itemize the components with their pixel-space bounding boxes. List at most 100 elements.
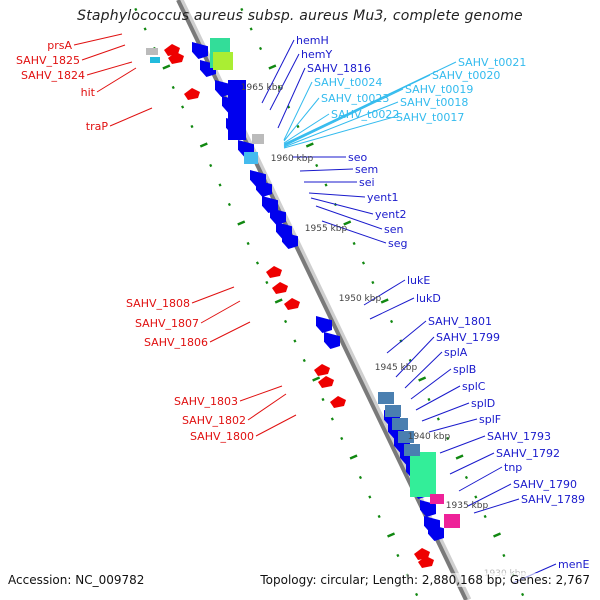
- tick-mark: [330, 417, 334, 421]
- tick-mark: [143, 27, 147, 31]
- gene-label: hit: [81, 86, 96, 99]
- gene-label: SAHV_1801: [428, 315, 492, 328]
- gene-label: SAHV_1803: [174, 395, 238, 408]
- tick-mark: [358, 475, 362, 480]
- tick-mark: [427, 397, 431, 402]
- reverse-gene-feature: [418, 556, 434, 568]
- tick-mark: [199, 142, 208, 148]
- gene-label: sen: [384, 223, 403, 236]
- label-leader-line: [369, 297, 415, 320]
- reverse-gene-feature: [184, 88, 200, 100]
- trna-feature: [150, 57, 160, 63]
- forward-gene-feature: [378, 392, 394, 404]
- tick-mark: [181, 105, 185, 109]
- tick-mark: [305, 142, 314, 148]
- gene-label: SAHV_1790: [513, 478, 577, 491]
- gene-label: SAHV_1802: [182, 414, 246, 427]
- gene-label: SAHV_1825: [16, 54, 80, 67]
- label-leader-line: [261, 39, 295, 104]
- tick-mark: [227, 202, 231, 207]
- forward-gene-feature: [228, 80, 246, 140]
- gene-label: tnp: [504, 461, 522, 474]
- forward-gene-feature: [420, 500, 436, 517]
- label-leader-line: [191, 286, 235, 304]
- tick-mark: [474, 495, 478, 499]
- scale-label: 1965 kbp: [241, 83, 284, 93]
- tick-mark: [324, 183, 328, 187]
- label-leader-line: [428, 418, 478, 433]
- tick-mark: [302, 358, 306, 363]
- tick-mark: [368, 495, 372, 499]
- gene-label: splD: [471, 397, 495, 410]
- reverse-gene-feature: [168, 52, 184, 64]
- tick-mark: [209, 163, 213, 168]
- forward-gene-feature: [316, 316, 332, 333]
- label-leader-line: [415, 385, 461, 411]
- tick-mark: [218, 183, 222, 187]
- gene-label: sei: [359, 176, 375, 189]
- reverse-gene-feature: [266, 266, 282, 278]
- gene-label: yent2: [375, 208, 407, 221]
- label-leader-line: [458, 466, 503, 492]
- gene-label: sem: [355, 163, 378, 176]
- forward-gene-feature: [444, 514, 460, 528]
- label-leader-line: [283, 101, 399, 148]
- gene-label: splB: [453, 363, 476, 376]
- tick-mark: [240, 7, 244, 12]
- gene-label: splA: [444, 346, 468, 359]
- scale-label: 1935 kbp: [446, 501, 489, 511]
- forward-gene-feature: [215, 80, 231, 97]
- tick-mark: [340, 436, 344, 441]
- tick-mark: [483, 514, 487, 519]
- label-leader-line: [283, 113, 330, 144]
- tick-mark: [502, 553, 506, 558]
- label-leader-line: [239, 385, 283, 402]
- label-leader-line: [321, 220, 387, 244]
- gene-label: SAHV_t0024: [314, 76, 382, 89]
- gene-features: [146, 38, 460, 568]
- gene-label: SAHV_t0022: [331, 108, 399, 121]
- label-leader-line: [283, 116, 395, 149]
- misc-feature: [252, 134, 264, 144]
- label-leader-line: [200, 300, 241, 324]
- label-leader-line: [269, 53, 300, 111]
- tick-mark: [321, 397, 325, 402]
- tick-mark: [464, 475, 468, 480]
- label-leaders: [73, 33, 557, 584]
- tick-mark: [171, 85, 175, 90]
- label-leader-line: [247, 393, 287, 421]
- gene-label: SAHV_t0023: [321, 92, 389, 105]
- gene-label: SAHV_1789: [521, 493, 585, 506]
- tick-mark: [415, 592, 419, 597]
- gene-label: splF: [479, 413, 501, 426]
- gene-label: splC: [462, 380, 486, 393]
- label-leader-line: [439, 435, 486, 454]
- gene-label: hemH: [296, 34, 329, 47]
- label-leader-line: [81, 44, 126, 61]
- label-leader-line: [449, 452, 495, 475]
- scale-label: 1945 kbp: [375, 363, 418, 373]
- label-leader-line: [283, 88, 404, 147]
- label-leader-line: [395, 336, 435, 378]
- tick-mark: [258, 46, 263, 51]
- gene-label: SAHV_1807: [135, 317, 199, 330]
- label-leader-line: [255, 414, 297, 437]
- gene-label: SAHV_1816: [307, 62, 371, 75]
- tick-mark: [277, 85, 281, 90]
- scale-label: 1950 kbp: [339, 294, 382, 304]
- tick-mark: [246, 241, 250, 246]
- label-leader-line: [421, 402, 470, 422]
- label-leader-line: [404, 351, 443, 389]
- gene-label: SAHV_1792: [496, 447, 560, 460]
- label-leader-line: [315, 205, 383, 230]
- gene-label: lukE: [407, 274, 430, 287]
- forward-gene-feature: [430, 494, 444, 504]
- gene-labels: prsASAHV_1825SAHV_1824hittraPSAHV_1808SA…: [16, 34, 589, 571]
- tick-mark: [312, 376, 321, 382]
- tick-mark: [268, 64, 277, 70]
- reverse-gene-feature: [284, 298, 300, 310]
- label-leader-line: [209, 321, 251, 343]
- label-leader-line: [283, 81, 313, 141]
- tick-mark: [521, 592, 525, 597]
